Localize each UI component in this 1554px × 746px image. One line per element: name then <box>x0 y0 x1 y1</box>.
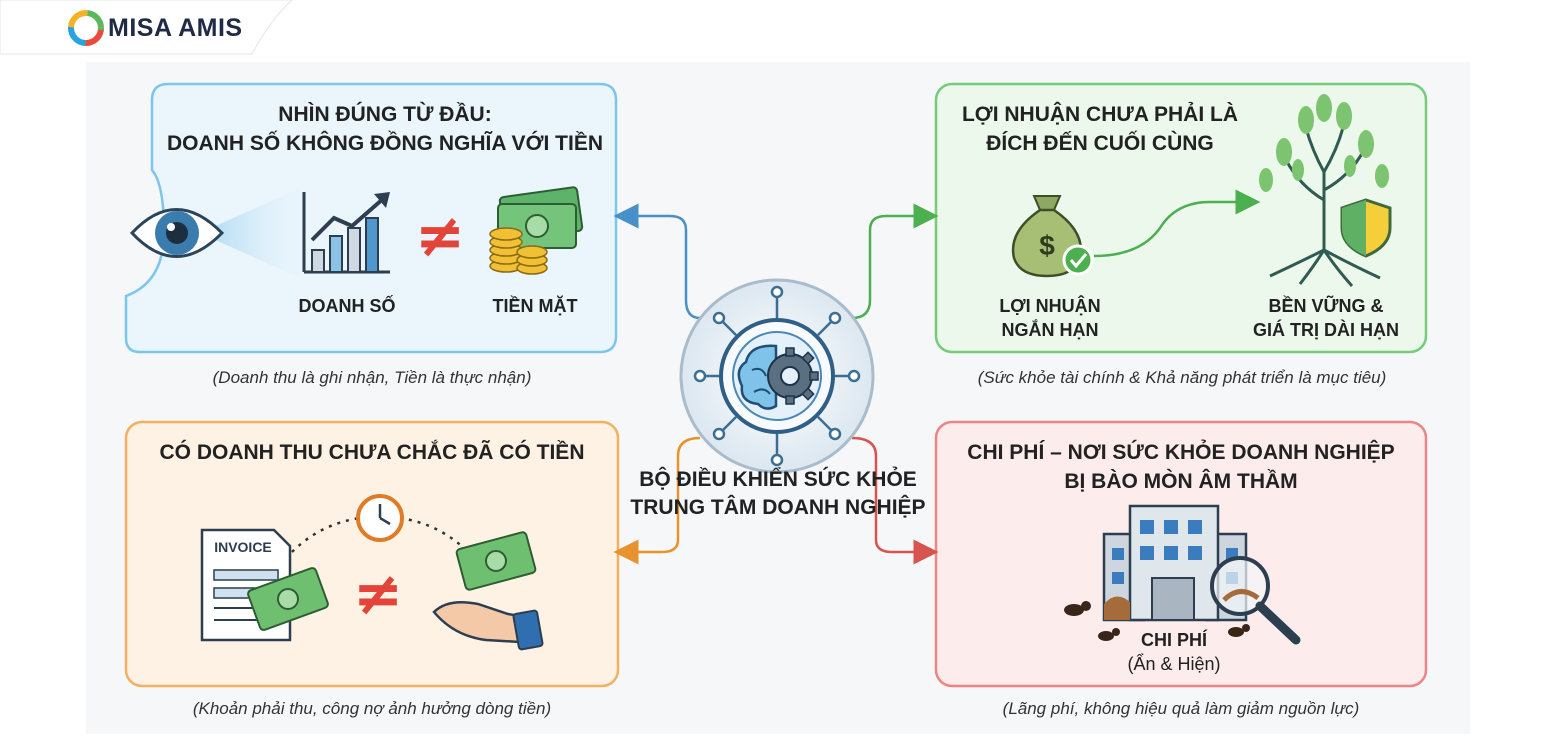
flying-cash-icon <box>455 531 537 591</box>
connector-bottom-right <box>851 436 939 565</box>
svg-text:$: $ <box>1039 230 1055 261</box>
connector-bottom-left <box>613 436 701 565</box>
label-revenue: DOANH SỐ <box>298 296 396 316</box>
caption-bottom-left: (Khoản phải thu, công nợ ảnh hưởng dòng … <box>192 699 552 718</box>
cash-note-icon <box>247 567 329 631</box>
shield-icon <box>1340 198 1392 258</box>
not-equal-icon-top: ≠ <box>415 201 465 271</box>
panel-top-left-title-line1: NHÌN ĐÚNG TỪ ĐẦU: <box>278 103 492 126</box>
caption-top-right: (Sức khỏe tài chính & Khả năng phát triể… <box>977 368 1387 387</box>
label-short-term-profit: LỢI NHUẬN NGẮN HẠN <box>980 294 1120 342</box>
caption-top-left: (Doanh thu là ghi nhận, Tiền là thực nhậ… <box>212 368 532 387</box>
dotted-path-right <box>399 516 469 553</box>
label-long-term-value: BỀN VỮNG & GIÁ TRỊ DÀI HẠN <box>1236 294 1416 342</box>
panel-top-right-title-line2: ĐÍCH ĐẾN CUỐI CÙNG <box>986 132 1214 155</box>
eye-beam <box>200 188 300 278</box>
panel-top-right-title-line1: LỢI NHUẬN CHƯA PHẢI LÀ <box>961 103 1239 126</box>
termite-icon <box>1064 601 1250 641</box>
bar-chart-icon <box>302 192 390 274</box>
open-hand-icon <box>432 601 544 651</box>
label-long-term-value-line2: GIÁ TRỊ DÀI HẠN <box>1253 320 1399 340</box>
growth-arrow <box>1093 189 1261 258</box>
panel-bottom-left-title: CÓ DOANH THU CHƯA CHẮC ĐÃ CÓ TIỀN <box>159 441 585 464</box>
magnifier-icon <box>1210 556 1301 645</box>
eye-icon <box>129 208 225 258</box>
caption-bottom-right: (Lãng phí, không hiệu quả làm giảm nguồn… <box>1002 699 1360 718</box>
invoice-label: INVOICE <box>214 539 272 555</box>
logo-tab <box>0 0 293 55</box>
panel-top-left-title: NHÌN ĐÚNG TỪ ĐẦU: DOANH SỐ KHÔNG ĐỒNG NG… <box>160 100 610 158</box>
cash-stack-icon <box>489 186 584 275</box>
label-cash: TIỀN MẶT <box>492 296 578 316</box>
clock-icon <box>356 494 404 542</box>
center-title: BỘ ĐIỀU KHIỂN SỨC KHỎE TRUNG TÂM DOANH N… <box>630 468 926 519</box>
panel-top-left-title-line2: DOANH SỐ KHÔNG ĐỒNG NGHĨA VỚI TIỀN <box>167 132 603 155</box>
label-long-term-value-line1: BỀN VỮNG & <box>1268 296 1384 316</box>
panel-top-right-title: LỢI NHUẬN CHƯA PHẢI LÀ ĐÍCH ĐẾN CUỐI CÙN… <box>940 100 1260 158</box>
not-equal-icon-bottom: ≠ <box>353 559 403 629</box>
connector-top-right <box>851 203 939 320</box>
label-costs-line1: CHI PHÍ <box>1140 630 1207 650</box>
label-short-term-profit-line1: LỢI NHUẬN <box>999 296 1101 316</box>
label-costs: CHI PHÍ (Ẩn & Hiện) <box>1104 628 1244 676</box>
panel-bottom-right-title-line1: CHI PHÍ – NƠI SỨC KHỎE DOANH NGHIỆP <box>967 441 1395 464</box>
panel-bottom-right-title-line2: BỊ BÀO MÒN ÂM THẦM <box>1064 470 1298 493</box>
brand-name: MISA AMIS <box>108 14 243 42</box>
dotted-path-left <box>291 516 361 553</box>
misa-logo-icon <box>68 10 104 46</box>
brain-gear-icon <box>737 344 819 410</box>
label-costs-line2: (Ẩn & Hiện) <box>1127 654 1221 674</box>
label-short-term-profit-line2: NGẮN HẠN <box>1001 320 1099 340</box>
money-bag-icon: $ <box>1011 195 1094 278</box>
tree-icon <box>1259 94 1389 287</box>
panel-bottom-right-title: CHI PHÍ – NƠI SỨC KHỎE DOANH NGHIỆP BỊ B… <box>936 438 1426 496</box>
connector-top-left <box>613 203 701 320</box>
